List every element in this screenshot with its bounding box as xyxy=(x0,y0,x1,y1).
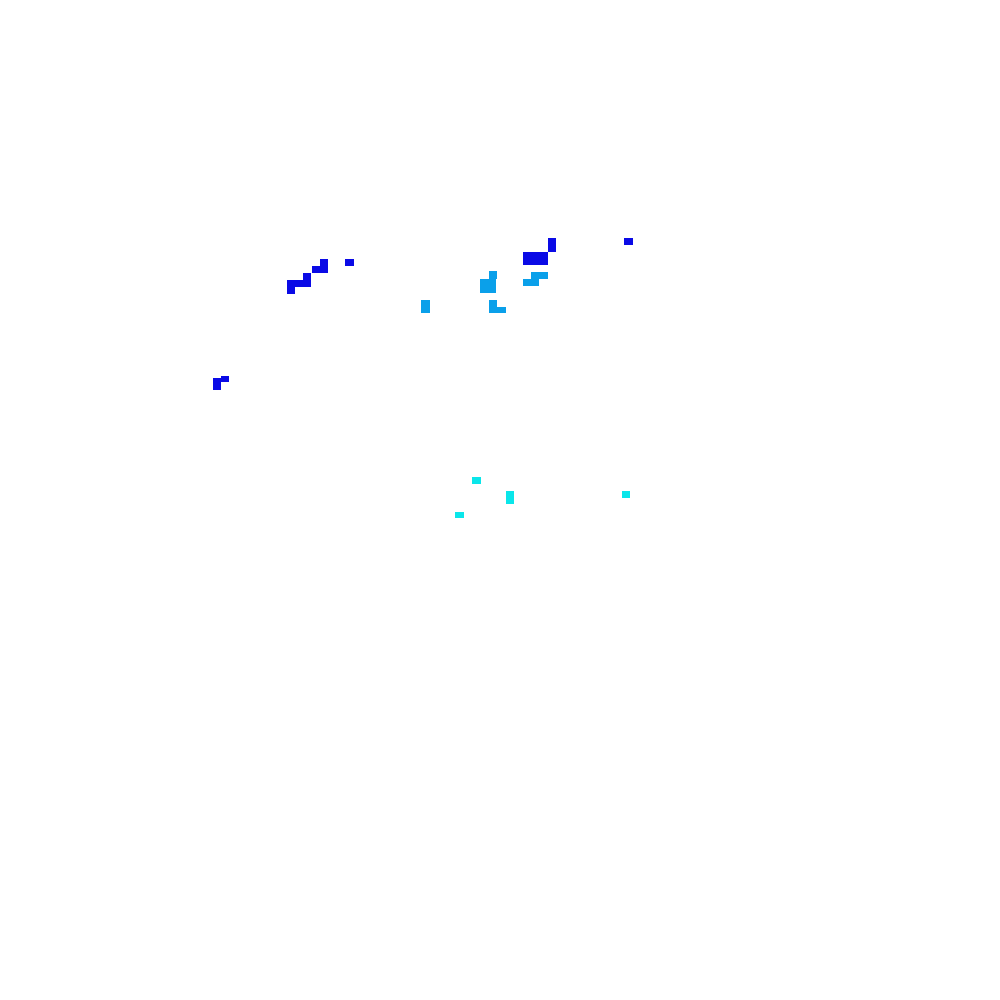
cyan-pixel-block xyxy=(622,491,630,498)
medium-blue-pixel-block xyxy=(489,300,497,307)
dark-blue-pixel-block xyxy=(312,266,328,273)
medium-blue-pixel-block xyxy=(480,279,496,293)
dark-blue-pixel-block xyxy=(287,280,295,294)
medium-blue-pixel-block xyxy=(489,271,497,279)
dark-blue-pixel-block xyxy=(221,376,229,382)
dark-blue-pixel-block xyxy=(303,273,311,280)
medium-blue-pixel-block xyxy=(421,300,430,313)
dark-blue-pixel-block xyxy=(523,252,548,265)
dark-blue-pixel-block xyxy=(345,259,354,266)
dark-blue-pixel-block xyxy=(624,238,633,245)
dark-blue-pixel-block xyxy=(213,378,221,390)
dark-blue-pixel-block xyxy=(548,238,556,252)
medium-blue-pixel-block xyxy=(523,279,539,286)
dark-blue-pixel-block xyxy=(320,259,328,266)
medium-blue-pixel-block xyxy=(531,272,548,279)
medium-blue-pixel-block xyxy=(489,307,506,313)
cyan-pixel-block xyxy=(455,512,464,518)
dark-blue-pixel-block xyxy=(295,280,311,287)
cyan-pixel-block xyxy=(506,491,514,504)
cyan-pixel-block xyxy=(472,477,481,484)
